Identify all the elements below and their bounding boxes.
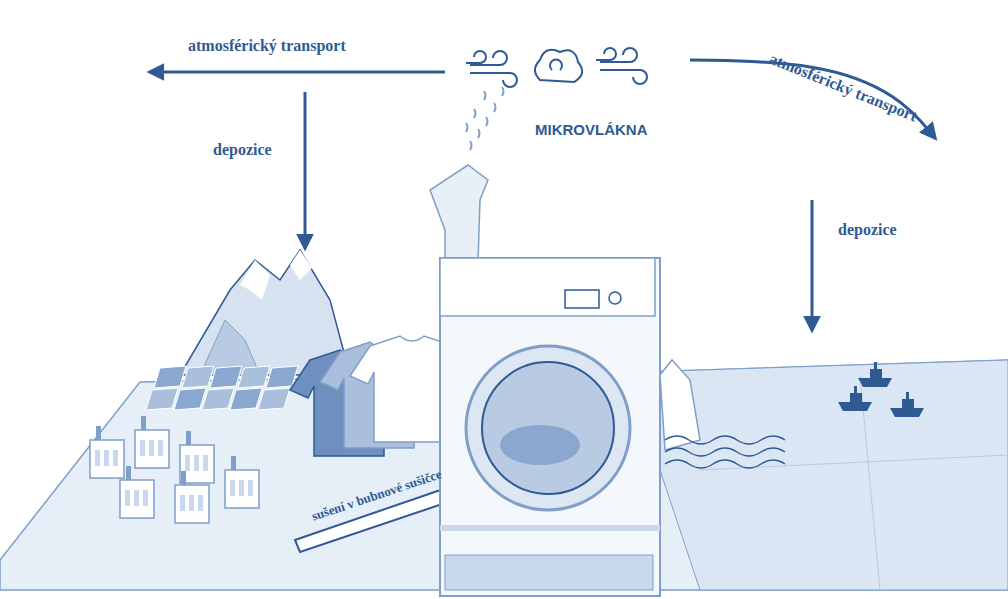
factory-chimney xyxy=(231,456,236,470)
dryer-stripe xyxy=(440,525,660,531)
field-plot xyxy=(174,388,206,410)
factory-building xyxy=(135,430,169,468)
ship-mast xyxy=(874,362,877,369)
factory-window xyxy=(140,440,145,456)
microfiber xyxy=(470,141,472,150)
factory-chimney xyxy=(126,466,131,480)
deposition-label: depozice xyxy=(213,142,272,158)
factory-window xyxy=(125,490,130,506)
factory-building xyxy=(225,470,259,508)
factory-chimney xyxy=(141,416,146,430)
dryer-kick-panel xyxy=(445,555,653,590)
wind-stroke xyxy=(596,48,616,60)
ship-hull xyxy=(890,408,924,417)
factory-window xyxy=(194,455,199,471)
wind-stroke xyxy=(470,73,517,87)
mountain-snow xyxy=(290,250,312,280)
wave-line xyxy=(665,460,785,468)
wind-stroke xyxy=(466,51,486,63)
wind-stroke xyxy=(600,70,647,84)
ship xyxy=(838,386,872,411)
exhaust-duct xyxy=(430,165,488,262)
factory-chimney xyxy=(96,426,101,440)
factory-building xyxy=(90,440,124,478)
factory-chimney xyxy=(181,471,186,485)
tumble-dryer xyxy=(440,258,660,596)
factory-window xyxy=(185,455,190,471)
field-plot xyxy=(154,366,186,388)
factory-window xyxy=(230,480,235,496)
dryer-door-ring xyxy=(466,346,630,510)
ship xyxy=(858,362,892,387)
flow-arrow xyxy=(304,92,307,248)
microfiber-label: MIKROVLÁKNA xyxy=(535,122,648,137)
factory-window xyxy=(189,495,194,511)
wind-symbol xyxy=(596,48,647,84)
factory-window xyxy=(143,490,148,506)
wind-symbol xyxy=(466,51,517,87)
flow-arrow xyxy=(150,71,445,74)
microfiber xyxy=(474,109,476,118)
factory-window xyxy=(203,455,208,471)
ship xyxy=(890,392,924,417)
wave-line xyxy=(665,436,785,444)
field-plot xyxy=(182,366,214,388)
transport-label: atmosférický transport xyxy=(767,51,919,125)
microfiber xyxy=(502,87,504,96)
factory-window xyxy=(198,495,203,511)
factory-window xyxy=(134,490,139,506)
ship-cabin xyxy=(850,393,862,402)
factory-window xyxy=(95,450,100,466)
ground-plane xyxy=(0,360,1008,590)
dryer-panel xyxy=(440,258,655,316)
factory-chimney xyxy=(186,431,191,445)
factory-window xyxy=(239,480,244,496)
dryer-door xyxy=(482,362,614,494)
ship-hull xyxy=(858,378,892,387)
field-plot xyxy=(258,388,290,410)
dryer-body xyxy=(440,258,660,596)
flow-arrow xyxy=(811,200,814,330)
factory-window xyxy=(180,495,185,511)
microfiber xyxy=(494,103,496,112)
deposition-label: depozice xyxy=(838,222,897,238)
microfiber xyxy=(466,123,468,132)
field-plot xyxy=(230,388,262,410)
swirl-symbol xyxy=(535,50,582,82)
mountain-snow xyxy=(240,260,270,300)
field-plot xyxy=(210,366,242,388)
factory-window xyxy=(248,480,253,496)
factory-building xyxy=(120,480,154,518)
factory-window xyxy=(158,440,163,456)
field-plot xyxy=(238,366,270,388)
ship-cabin xyxy=(902,399,914,408)
sea-area xyxy=(640,360,1008,590)
wave-line xyxy=(665,448,785,456)
ship-mast xyxy=(854,386,857,393)
field-plot xyxy=(202,388,234,410)
factory-building xyxy=(175,485,209,523)
laundry-inside xyxy=(500,425,580,465)
ship-cabin xyxy=(870,369,882,378)
microfiber xyxy=(478,129,480,138)
factory-window xyxy=(104,450,109,466)
factory-window xyxy=(149,440,154,456)
ship-hull xyxy=(838,402,872,411)
fields xyxy=(146,366,298,410)
field-plot xyxy=(146,388,178,410)
ship-mast xyxy=(906,392,909,399)
microfiber xyxy=(484,91,486,100)
transport-label: atmosférický transport xyxy=(188,38,346,54)
dryer-display xyxy=(565,290,599,308)
microfiber xyxy=(486,117,488,126)
factories xyxy=(90,416,259,523)
factory-window xyxy=(113,450,118,466)
dryer-knob xyxy=(609,292,621,304)
